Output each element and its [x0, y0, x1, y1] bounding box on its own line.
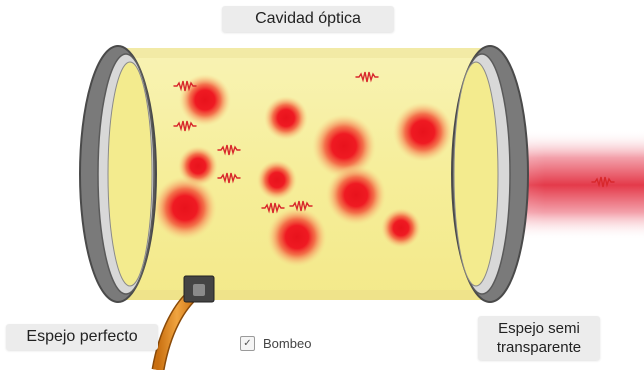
excited-atom [326, 165, 386, 225]
excited-atom [257, 160, 297, 200]
gain-medium-bottom-shade [118, 290, 490, 300]
excited-atom [153, 176, 217, 240]
pump-checkbox[interactable]: ✓ [240, 336, 255, 351]
left-mirror [80, 46, 156, 302]
cavity-label: Cavidad óptica [222, 6, 394, 32]
excited-atom [267, 207, 327, 267]
left-mirror-label: Espejo perfecto [6, 324, 158, 350]
pump-toggle[interactable]: ✓ Bombeo [240, 336, 311, 351]
left-mirror-face [108, 62, 152, 286]
right-mirror-label-line2: transparente [484, 338, 594, 357]
pump-connector-port [193, 284, 205, 296]
excited-atom [264, 96, 308, 140]
right-mirror-face [454, 62, 498, 286]
right-mirror-label: Espejo semi transparente [478, 316, 600, 360]
gain-medium-top-shade [118, 48, 490, 58]
excited-atom [381, 208, 421, 248]
excited-atom [393, 102, 453, 162]
right-mirror [452, 46, 528, 302]
pump-label: Bombeo [263, 336, 311, 351]
right-mirror-label-line1: Espejo semi [484, 319, 594, 338]
